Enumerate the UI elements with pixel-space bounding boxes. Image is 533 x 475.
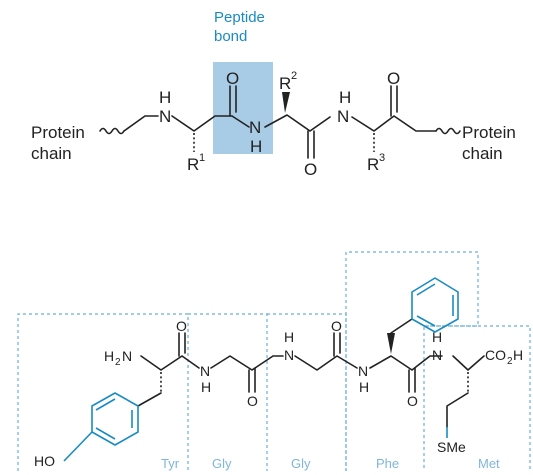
phe-ring-inner-1 [416,283,436,296]
tyr-ho-label: HO [34,453,55,469]
backbone-bonds [123,115,159,132]
backbone-bonds-2 [171,115,233,132]
h2n-subscript: 2 [115,357,121,368]
amide-h-2: H [250,137,262,156]
amide-h-3: H [339,88,351,107]
r2-label: R [279,74,291,93]
peptide-bond-highlight [213,62,273,154]
phe-carbonyl-o: O [407,393,418,409]
backbone-bonds-4 [264,114,331,132]
tyr-oh-bond [63,431,93,462]
amide-h-a: H [201,379,211,395]
right-wavy-bond [435,127,461,135]
right-protein-chain-line2: chain [462,144,503,163]
amide-h-1: H [159,88,171,107]
amide-h-b: H [284,329,294,345]
gly2-carbonyl-o: O [331,318,342,334]
right-protein-chain-line1: Protein [462,123,516,142]
co2h-h: H [513,347,523,363]
residue-label-gly-2: Gly [291,456,311,471]
co2h-co: CO [485,347,506,363]
tyr-ch2-bond [137,392,162,407]
h2n-h: H [104,348,114,364]
amide-n-3: N [337,107,349,126]
r1-superscript: 1 [199,152,205,164]
pentapeptide-diagram: H 2 N O N H O H N O N H O H N CO 2 H HO … [17,251,531,471]
phe-box [345,251,479,471]
phe-ch2-bond [390,318,413,334]
carbonyl-o-2: O [304,160,317,179]
amide-n-d: N [432,347,442,363]
left-wavy-bond [99,127,125,135]
met-chain [446,392,469,428]
left-protein-chain-line1: Protein [31,123,85,142]
pentapeptide-backbone-3 [294,355,358,371]
tyr-ring-inner-2 [95,398,116,411]
amide-h-d: H [432,329,442,345]
phe-benzene-ring [411,277,459,333]
amide-n-b: N [284,347,294,363]
tyr-box [17,313,189,471]
r1-label: R [187,155,199,174]
tyr-ring-inner-3 [95,427,116,440]
peptide-bond-title-line1: Peptide [214,9,265,26]
residue-label-met: Met [478,456,500,471]
gly1-carbonyl-o: O [247,393,258,409]
peptide-bond-diagram: Peptide bond Protein chain Protein chain… [31,9,516,179]
backbone-bonds-3 [231,115,250,128]
r2-superscript: 2 [291,70,297,82]
met-sme-label: SMe [437,439,466,455]
amide-n-c: N [358,363,368,379]
pentapeptide-backbone-1 [140,355,200,371]
backbone-bonds-5 [351,115,437,132]
carbonyl-o-3: O [387,69,400,88]
r3-label: R [367,155,379,174]
amide-n-a: N [200,363,210,379]
phe-ring-inner-3 [416,315,436,327]
wedge-bond-r2 [282,92,290,113]
h2n-n: N [122,348,132,364]
phe-wedge-bond [387,333,395,354]
peptide-bond-title-line2: bond [214,28,247,45]
residue-label-tyr: Tyr [161,456,180,471]
pentapeptide-backbone-2 [210,355,284,371]
tyr-carbonyl-o: O [176,318,187,334]
amide-n-1: N [159,107,171,126]
residue-label-gly-1: Gly [212,456,232,471]
tyr-phenol-ring [91,392,139,446]
carbonyl-o-1: O [226,69,239,88]
amide-h-c: H [359,379,369,395]
r3-superscript: 3 [379,152,385,164]
residue-label-phe: Phe [376,456,399,471]
pentapeptide-backbone-4 [369,355,443,371]
pentapeptide-backbone-5 [452,355,485,371]
amide-n-2: N [249,118,261,137]
left-protein-chain-line2: chain [31,144,72,163]
co2h-subscript: 2 [507,356,513,367]
